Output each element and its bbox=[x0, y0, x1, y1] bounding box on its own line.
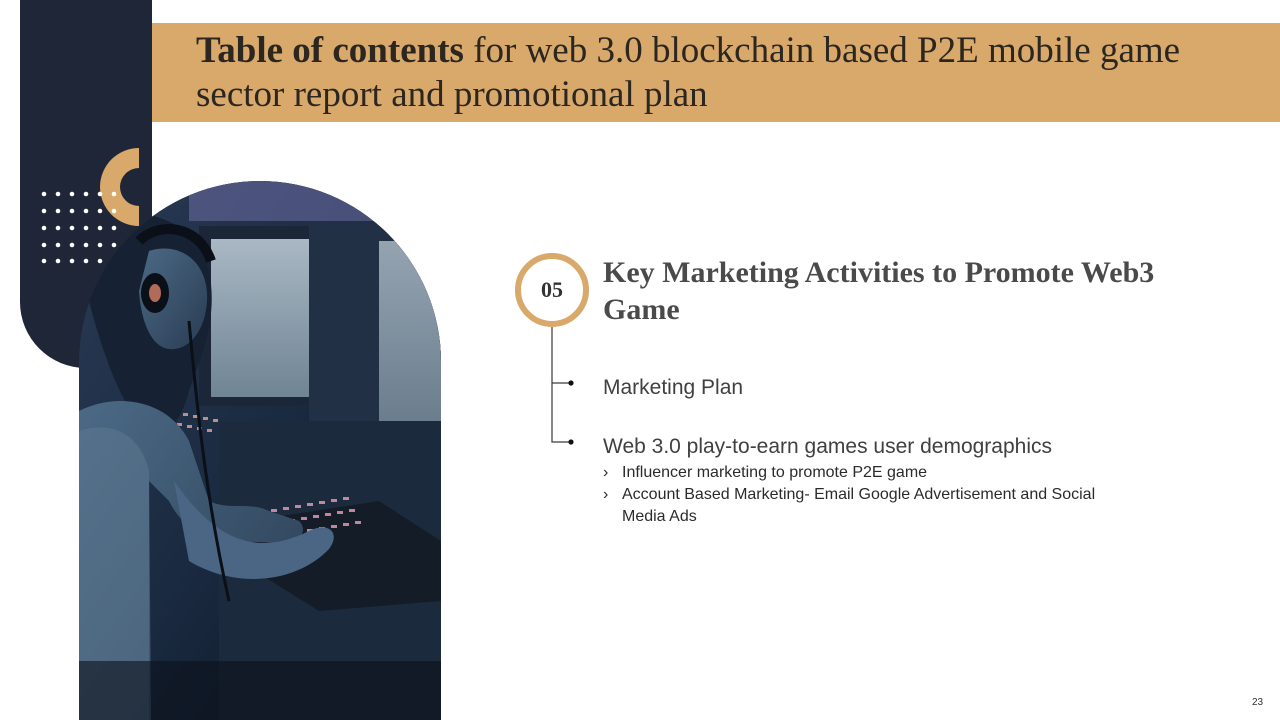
section-number-badge: 05 bbox=[515, 253, 589, 327]
page-number: 23 bbox=[1252, 697, 1264, 708]
bullet-dot-icon bbox=[568, 380, 574, 386]
chevron-right-icon: › bbox=[603, 486, 609, 503]
title-bold: Table of contents bbox=[196, 30, 464, 71]
title-bar: Table of contents for web 3.0 blockchain… bbox=[152, 23, 1280, 122]
slide-title: Table of contents for web 3.0 blockchain… bbox=[196, 29, 1256, 117]
subitem-label: Influencer marketing to promote P2E game bbox=[622, 464, 928, 481]
toc-item-user-demographics[interactable]: Web 3.0 play-to-earn games user demograp… bbox=[603, 435, 1053, 458]
toc-item-marketing-plan[interactable]: Marketing Plan bbox=[603, 376, 744, 399]
toc-subitem-account-based-marketing[interactable]: › Account Based Marketing- Email Google … bbox=[603, 484, 1143, 528]
sub-item-list: › Influencer marketing to promote P2E ga… bbox=[603, 462, 1143, 528]
title-rest: for web 3.0 blockchain based P2E mobile … bbox=[196, 30, 1181, 115]
bullet-dot-icon bbox=[568, 439, 574, 445]
toc-subitem-influencer-marketing[interactable]: › Influencer marketing to promote P2E ga… bbox=[603, 462, 1143, 484]
subitem-label: Account Based Marketing- Email Google Ad… bbox=[622, 486, 1096, 525]
section-number: 05 bbox=[541, 277, 563, 302]
gamer-photo bbox=[79, 181, 441, 720]
half-ring-decoration-icon bbox=[100, 148, 139, 226]
chevron-right-icon: › bbox=[603, 464, 609, 481]
section-heading: Key Marketing Activities to Promote Web3… bbox=[603, 256, 1155, 326]
